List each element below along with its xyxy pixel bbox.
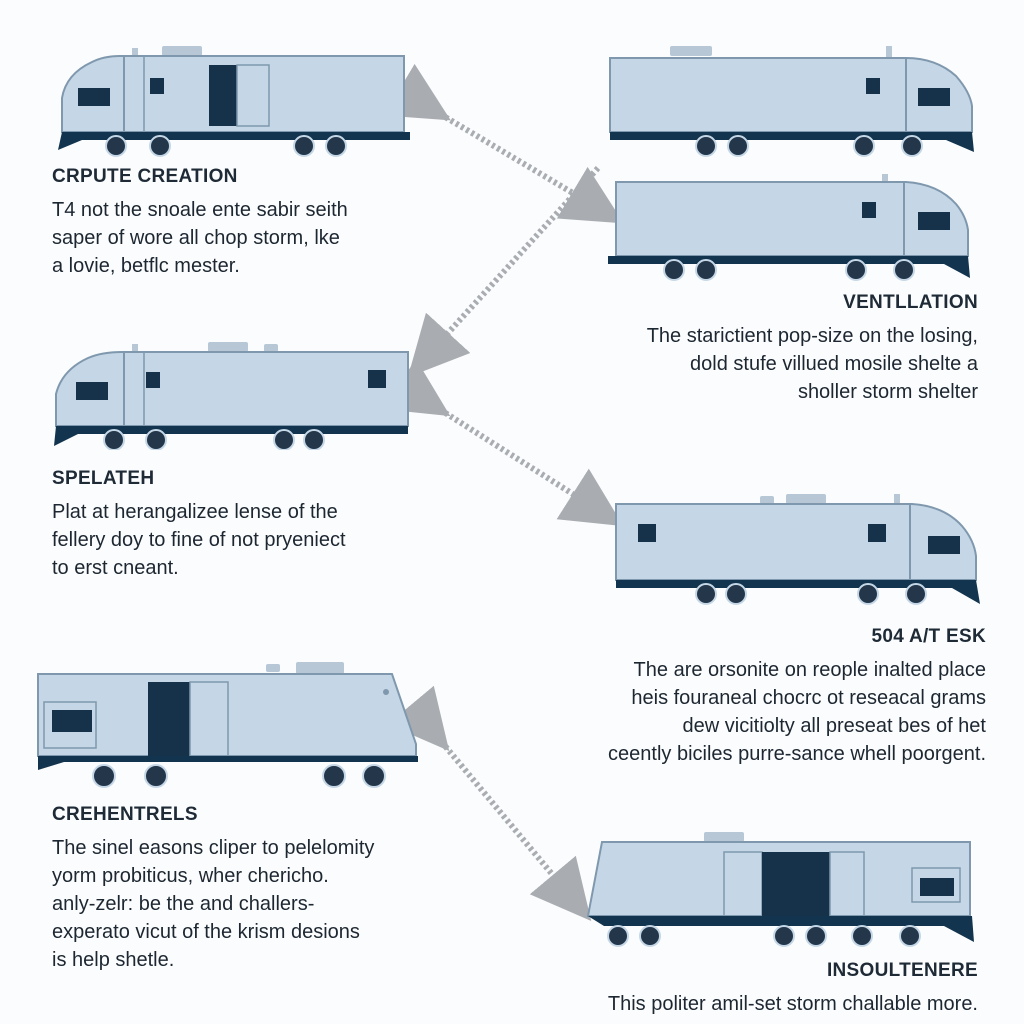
section-heading: CRPUTE CREATION	[52, 166, 238, 187]
arrow-crehentrels-to-insoultenere	[387, 685, 592, 922]
section-crehentrels: CREHENTRELS The sinel easons cliper to p…	[52, 804, 432, 974]
section-line: yorm probiticus, wher chericho.	[52, 865, 329, 887]
section-line: heis fouraneal chocrc ot reseacal grams	[631, 687, 986, 709]
section-line: experato vicut of the krism desions	[52, 921, 360, 943]
arrow-spelateh-to-ask	[383, 358, 624, 527]
section-spelateh: SPELATEH Plat at herangalizee lense of t…	[52, 468, 432, 582]
mobile-shelter-trailer-6	[37, 662, 418, 788]
mobile-shelter-truck-3	[608, 174, 970, 281]
section-504-ask: 504 A/T ESK The are orsonite on reople i…	[530, 626, 986, 768]
mobile-shelter-truck-1	[58, 46, 410, 157]
mobile-shelter-trailer-7	[586, 832, 974, 947]
arrow-top-to-spelateh	[407, 165, 601, 378]
section-line: dold stufe villued mosile shelte a	[690, 353, 978, 375]
section-heading: 504 A/T ESK	[871, 626, 986, 647]
section-line: The starictient pop-size on the losing,	[646, 325, 978, 347]
section-line: is help shetle.	[52, 949, 175, 971]
section-line: This politer amil-set storm challable mo…	[607, 993, 978, 1015]
section-heading: CREHENTRELS	[52, 804, 198, 825]
section-heading: SPELATEH	[52, 468, 155, 489]
section-line: The sinel easons cliper to pelelomity	[52, 837, 375, 859]
mobile-shelter-truck-2	[609, 46, 974, 157]
section-line: Plat at herangalizee lense of the	[52, 501, 338, 523]
section-heading: VENTLLATION	[843, 292, 978, 313]
section-crpute-creation: CRPUTE CREATION T4 not the snoale ente s…	[52, 166, 412, 280]
section-line: The are orsonite on reople inalted place	[633, 659, 986, 681]
section-line: ceently biciles purre-sance whell poorge…	[608, 743, 986, 765]
section-heading: INSOULTENERE	[826, 960, 978, 981]
section-line: sholler storm shelter	[797, 381, 978, 403]
section-insoultenere: INSOULTENERE This politer amil-set storm…	[540, 960, 978, 1018]
section-line: saper of wore all chop storm, lke	[52, 227, 340, 249]
section-line: dew vicitiolty all preseat bes of het	[682, 715, 987, 737]
mobile-shelter-truck-4	[54, 342, 409, 450]
mobile-shelter-truck-5	[615, 494, 980, 605]
section-line: a lovie, betflc mester.	[52, 255, 240, 277]
arrow-crpute-to-ventilation	[383, 63, 624, 224]
section-ventilation: VENTLLATION The starictient pop-size on …	[560, 292, 978, 406]
section-line: fellery doy to fine of not pryeniect	[52, 529, 346, 551]
section-line: anly-zelr: be the and challers-	[52, 893, 315, 915]
section-line: to erst cneant.	[52, 557, 179, 579]
section-line: T4 not the snoale ente sabir seith	[52, 199, 348, 221]
